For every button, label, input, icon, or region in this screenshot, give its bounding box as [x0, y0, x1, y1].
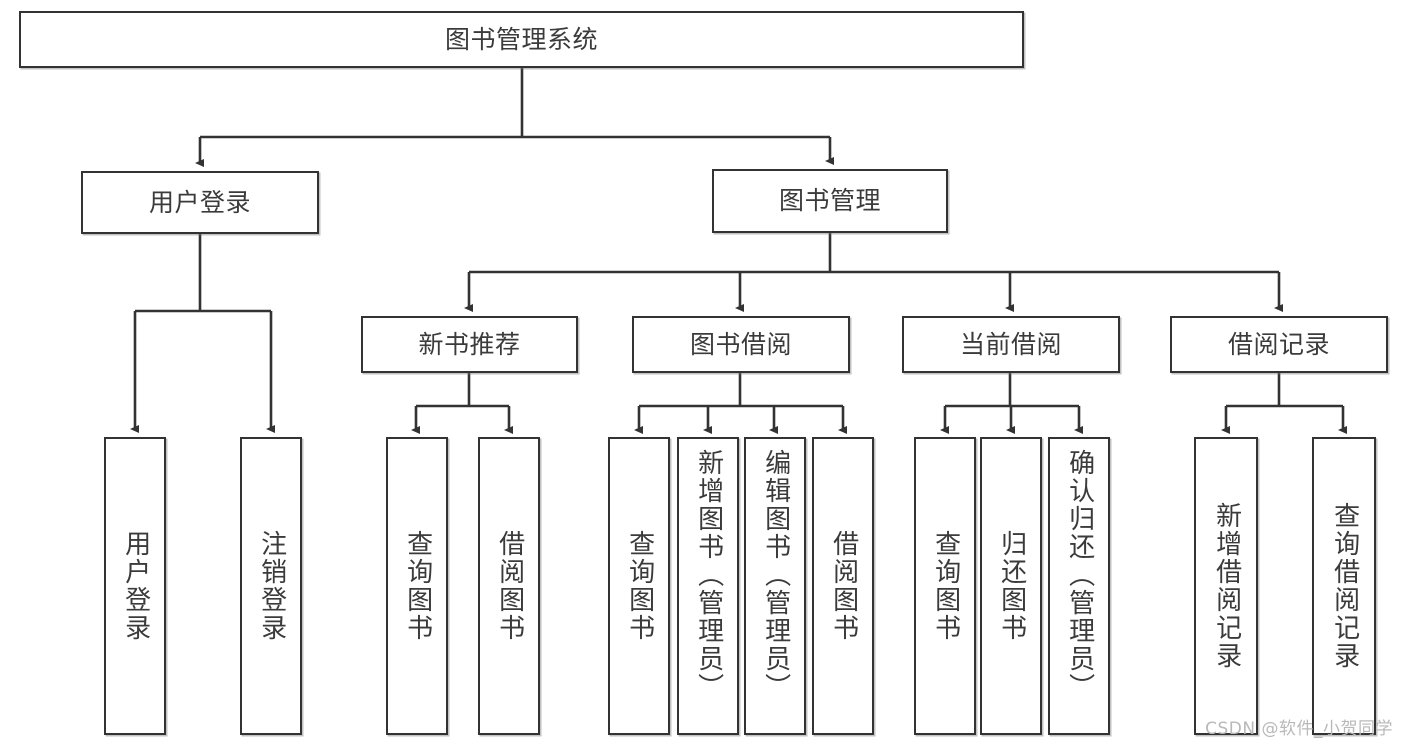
- node-leaf-query-record[interactable]: 查询借阅记录: [1312, 437, 1376, 735]
- node-leaf-query-book-1[interactable]: 查询图书: [386, 437, 448, 735]
- node-root[interactable]: 图书管理系统: [19, 11, 1024, 68]
- node-book-borrow-label: 图书借阅: [689, 329, 792, 359]
- node-current-borrow-label: 当前借阅: [959, 329, 1062, 359]
- node-leaf-query-book-1-label: 查询图书: [402, 530, 433, 642]
- node-book-manage-label: 图书管理: [778, 186, 881, 216]
- node-book-borrow[interactable]: 图书借阅: [632, 316, 850, 373]
- node-leaf-return-book[interactable]: 归还图书: [980, 437, 1042, 735]
- node-user-login[interactable]: 用户登录: [81, 171, 319, 234]
- node-leaf-query-book-2[interactable]: 查询图书: [608, 437, 670, 735]
- node-new-book-rec[interactable]: 新书推荐: [361, 316, 578, 373]
- node-new-book-rec-label: 新书推荐: [418, 329, 521, 359]
- node-leaf-user-logout[interactable]: 注销登录: [240, 437, 302, 735]
- node-leaf-borrow-book-1[interactable]: 借阅图书: [478, 437, 540, 735]
- node-leaf-confirm-return-label: 确认归还（管理员）: [1064, 449, 1095, 701]
- node-leaf-edit-book-label: 编辑图书（管理员）: [760, 449, 791, 701]
- node-leaf-query-book-2-label: 查询图书: [624, 530, 655, 642]
- node-leaf-user-logout-label: 注销登录: [256, 530, 287, 642]
- node-leaf-add-book-label: 新增图书（管理员）: [693, 449, 724, 701]
- node-book-manage[interactable]: 图书管理: [712, 169, 948, 233]
- node-leaf-user-login[interactable]: 用户登录: [104, 437, 166, 735]
- node-leaf-user-login-label: 用户登录: [120, 530, 151, 642]
- node-borrow-record-label: 借阅记录: [1227, 329, 1330, 359]
- node-leaf-add-record-label: 新增借阅记录: [1211, 502, 1242, 670]
- node-leaf-add-book[interactable]: 新增图书（管理员）: [677, 437, 739, 735]
- node-leaf-query-record-label: 查询借阅记录: [1329, 502, 1360, 670]
- node-leaf-borrow-book-2-label: 借阅图书: [828, 530, 859, 642]
- node-leaf-return-book-label: 归还图书: [996, 530, 1027, 642]
- node-leaf-add-record[interactable]: 新增借阅记录: [1194, 437, 1258, 735]
- node-user-login-label: 用户登录: [148, 187, 251, 217]
- node-borrow-record[interactable]: 借阅记录: [1170, 316, 1388, 373]
- node-leaf-borrow-book-2[interactable]: 借阅图书: [812, 437, 874, 735]
- node-leaf-query-book-3-label: 查询图书: [930, 530, 961, 642]
- node-leaf-query-book-3[interactable]: 查询图书: [914, 437, 976, 735]
- node-leaf-edit-book[interactable]: 编辑图书（管理员）: [744, 437, 806, 735]
- node-current-borrow[interactable]: 当前借阅: [902, 316, 1120, 373]
- node-root-label: 图书管理系统: [444, 24, 598, 54]
- node-leaf-borrow-book-1-label: 借阅图书: [494, 530, 525, 642]
- node-leaf-confirm-return[interactable]: 确认归还（管理员）: [1048, 437, 1110, 735]
